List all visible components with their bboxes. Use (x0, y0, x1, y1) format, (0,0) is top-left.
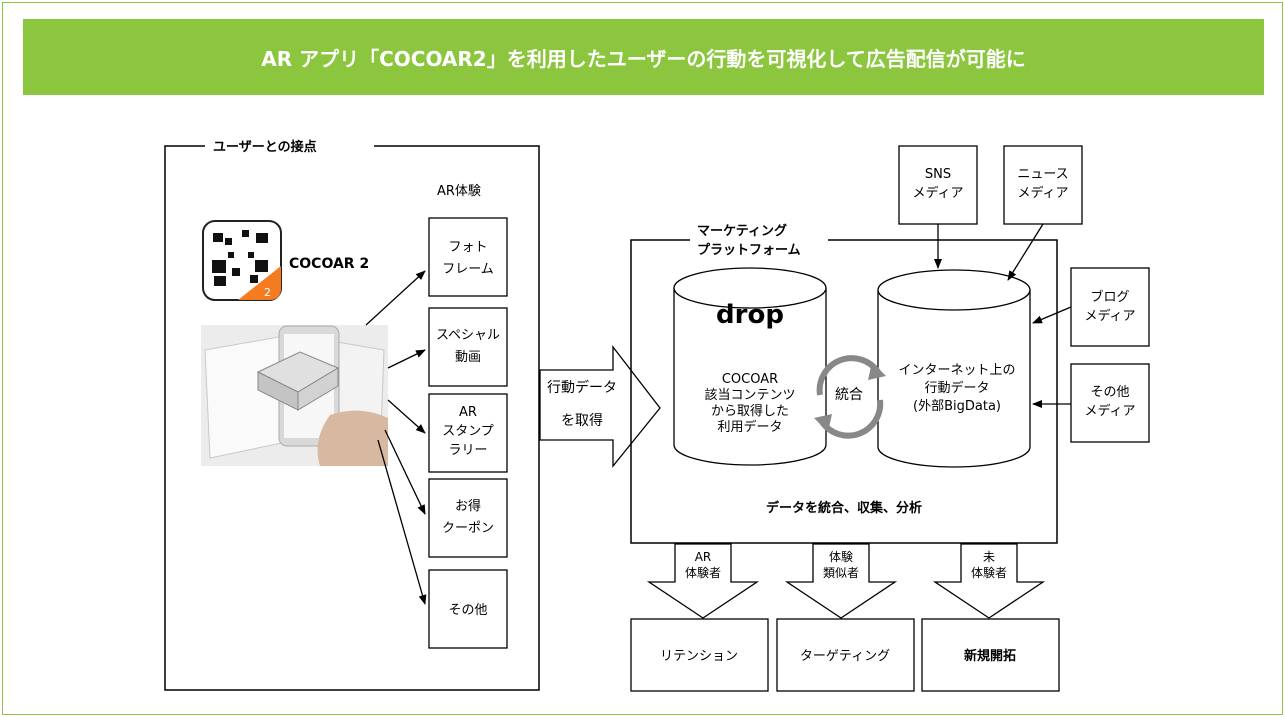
app-badge: 2 (264, 286, 271, 299)
segment-arrows (646, 543, 1046, 619)
experience-arrows (365, 270, 427, 605)
merge-cycle: 統合 (814, 355, 886, 439)
marketing-platform: マーケティング プラットフォーム データを統合、収集、分析 (630, 223, 1058, 544)
cocoar-data-label: COCOAR (722, 372, 778, 387)
cocoar-database: drop COCOAR 該当コンテンツ から取得した 利用データ (673, 267, 827, 466)
experience-special-video: 動画 (455, 350, 481, 365)
bigdata-label: 行動データ (924, 380, 989, 396)
segment-similar-users: 体験 (829, 549, 853, 564)
platform-footer: データを統合、収集、分析 (766, 500, 922, 516)
title-banner: AR アプリ「COCOAR2」を利用したユーザーの行動を可視化して広告配信が可能… (23, 19, 1264, 95)
acquire-label: を取得 (561, 412, 603, 429)
bigdata-database: インターネット上の 行動データ (外部BigData) (877, 269, 1031, 468)
ar-heading: AR体験 (437, 184, 481, 199)
media-sns: メディア (912, 185, 963, 201)
result-retention: リテンション (660, 649, 738, 664)
bigdata-label: インターネット上の (898, 363, 1015, 378)
experience-ar-stamp: ラリー (448, 443, 487, 458)
platform-heading: プラットフォーム (697, 243, 801, 258)
experience-ar-stamp: スタンプ (442, 424, 494, 439)
platform-heading: マーケティング (697, 223, 787, 239)
media-sns: SNS (925, 167, 951, 182)
segment-similar-users: 類似者 (823, 566, 859, 580)
segment-non-users: 体験者 (971, 565, 1007, 580)
experience-other: その他 (448, 603, 487, 618)
cocoar-app-icon: 2 (202, 220, 282, 301)
media-other: メディア (1084, 403, 1135, 419)
experience-special-video: スペシャル (436, 328, 500, 343)
segment-non-users: 未 (983, 550, 995, 564)
touchpoint-panel: ユーザーとの接点 AR体験 (164, 139, 540, 691)
bigdata-label: (外部BigData) (913, 399, 1001, 414)
media-blog: ブログ (1090, 289, 1129, 305)
media-blog: メディア (1084, 308, 1135, 324)
media-news: ニュース (1017, 167, 1068, 182)
result-targeting: ターゲティング (800, 649, 890, 664)
segment-ar-users: AR (695, 550, 712, 564)
result-boxes (630, 618, 1060, 692)
touchpoint-heading: ユーザーとの接点 (213, 139, 317, 155)
acquire-label: 行動データ (547, 379, 617, 396)
cocoar-data-label: から取得した (711, 403, 789, 419)
media-other: その他 (1090, 385, 1129, 400)
media-news: メディア (1017, 185, 1068, 201)
ar-smartphone-photo (201, 325, 388, 466)
acquire-arrow: 行動データ を取得 (539, 345, 661, 468)
experience-photoframe: フォト (448, 240, 487, 255)
media-arrows (934, 223, 1072, 408)
experience-photoframe: フレーム (442, 262, 494, 277)
experience-coupon: お得 (455, 498, 481, 514)
merge-label: 統合 (835, 387, 863, 403)
drop-logo: drop (716, 300, 784, 330)
experience-ar-stamp: AR (459, 405, 477, 420)
page-title: AR アプリ「COCOAR2」を利用したユーザーの行動を可視化して広告配信が可能… (261, 46, 1026, 71)
segment-ar-users: 体験者 (685, 565, 721, 580)
app-name: COCOAR 2 (289, 256, 369, 272)
result-new-acquisition: 新規開拓 (964, 648, 1016, 664)
cocoar-data-label: 該当コンテンツ (704, 387, 795, 403)
experience-coupon: クーポン (442, 521, 494, 536)
cocoar-data-label: 利用データ (717, 419, 782, 435)
experience-list (428, 217, 508, 649)
